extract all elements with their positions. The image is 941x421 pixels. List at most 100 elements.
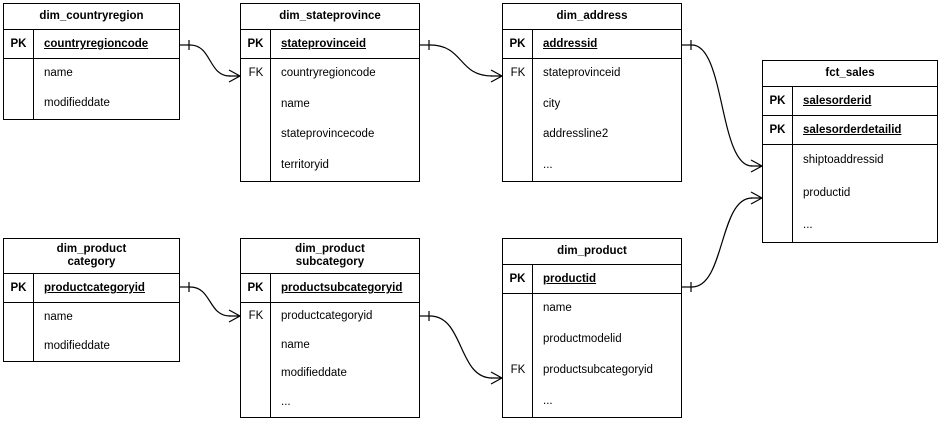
attribute-name: name [281,338,310,351]
attribute-name: city [543,97,561,110]
attribute-name: stateprovinceid [281,38,366,50]
key-column [4,59,34,119]
attribute-name: ... [803,218,813,231]
attribute-name: productcategoryid [281,310,373,323]
relationship-stateprovince-to-address [420,40,503,83]
attribute-block: name modifieddate [4,59,179,119]
cardinality-many-marker [750,191,763,205]
attribute-name: stateprovinceid [543,67,621,80]
attribute-name: countryregioncode [281,67,376,80]
attribute-name: addressid [543,38,598,50]
relationship-subcategory-to-product [420,311,503,385]
pk-row[interactable]: PK stateprovinceid [241,30,419,59]
attribute-name: productcategoryid [44,282,145,294]
attribute-name: productid [803,186,851,199]
attribute-name: ... [543,158,553,171]
attribute-name: salesorderid [803,95,872,107]
attribute-list: productcategoryid name modifieddate... [271,303,419,417]
key-label-pk: PK [763,87,793,115]
attribute-name: ... [281,395,291,408]
attribute-name: modifieddate [44,97,110,109]
entity-title-dim_productsubcategory: dim_product subcategory [241,239,419,274]
attribute-name: modifieddate [44,339,110,352]
pk-row[interactable]: PK salesorderid [763,87,937,116]
attribute-name: productid [543,273,597,285]
attribute-name: productsubcategoryid [543,363,653,376]
attribute-name: name [543,302,572,315]
key-column [503,59,533,181]
cardinality-many-marker [750,159,763,173]
pk-row[interactable]: PK countryregioncode [4,30,179,59]
attribute-name: name [44,310,73,323]
connector-line [429,315,493,379]
key-label-pk: PK [503,30,533,58]
attribute-name: addressline2 [543,128,609,141]
attribute-block: name modifieddate [4,303,179,361]
attribute-name: name [44,67,73,79]
pk-row[interactable]: PK addressid [503,30,681,59]
key-label-pk: PK [4,30,34,58]
attribute-block: stateprovinceid city addressline2... FK [503,59,681,181]
connector-line [189,286,231,317]
key-label-fk: FK [510,67,526,80]
key-column [241,59,271,181]
relationship-productcategory-to-subcategory [180,282,241,323]
connector-line [691,44,753,167]
attribute-list: name modifieddate [34,303,179,361]
key-label-pk: PK [503,265,533,293]
relationship-countryregion-to-stateprovince [180,40,241,83]
attribute-name: stateprovincecode [281,128,375,141]
pk-row[interactable]: PK productid [503,265,681,294]
attribute-name: countryregioncode [44,38,149,50]
connector-line [691,197,753,288]
pk-row[interactable]: PK productcategoryid [4,274,179,303]
attribute-name: modifieddate [281,367,347,380]
attribute-name: ... [543,394,553,407]
attribute-list: name modifieddate [34,59,179,119]
key-label-fk: FK [248,67,264,80]
key-column [4,303,34,361]
key-column [241,303,271,417]
pk-row[interactable]: PK productsubcategoryid [241,274,419,303]
attribute-list: stateprovinceid city addressline2... [533,59,681,181]
relationship-address-to-sales [682,40,763,173]
key-label-pk: PK [241,274,271,302]
attribute-block: productcategoryid name modifieddate... FK [241,303,419,417]
entity-title-dim_product: dim_product [503,239,681,265]
key-label-pk: PK [241,30,271,58]
key-column [763,145,793,242]
entity-title-dim_productcategory: dim_product category [4,239,179,274]
entity-title-fct_sales: fct_sales [763,61,937,87]
attribute-name: salesorderdetailid [803,124,902,136]
cardinality-many-marker [228,69,241,83]
cardinality-many-marker [490,69,503,83]
attribute-name: territoryid [281,158,329,171]
key-label-fk: FK [510,363,526,376]
key-label-fk: FK [248,310,264,323]
entity-title-dim_countryregion: dim_countryregion [4,4,179,30]
cardinality-many-marker [490,371,503,385]
connector-line [189,44,231,77]
key-column [503,294,533,417]
attribute-name: productsubcategoryid [281,282,403,294]
relationship-product-to-sales [682,191,763,292]
entity-title-dim_address: dim_address [503,4,681,30]
entity-title-dim_stateprovince: dim_stateprovince [241,4,419,30]
connector-line [429,44,493,77]
key-label-pk: PK [4,274,34,302]
